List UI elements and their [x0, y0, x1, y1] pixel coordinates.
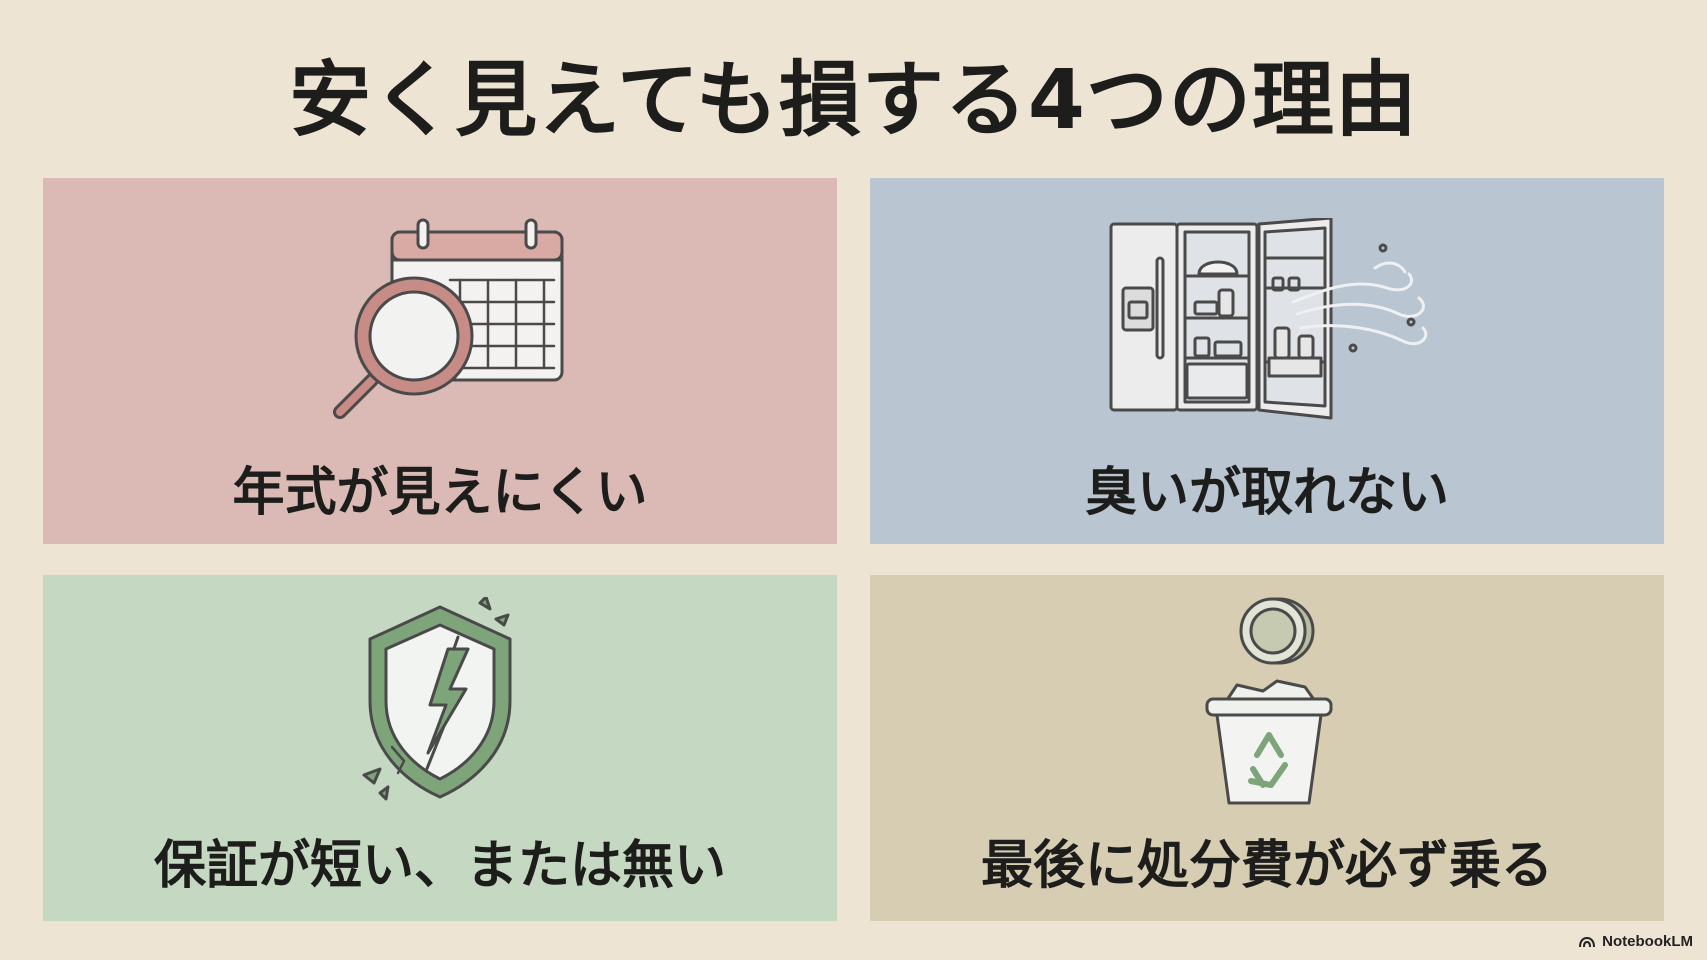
reason-card-odor: 臭いが取れない [870, 178, 1664, 544]
reason-card-disposal: 最後に処分費が必ず乗る [870, 575, 1664, 921]
reason-label-disposal: 最後に処分費が必ず乗る [980, 836, 1553, 896]
reason-card-year: 年式が見えにくい [43, 178, 837, 544]
notebooklm-label: NotebookLM [1602, 933, 1693, 950]
slide-title: 安く見えても損する4つの理由 [289, 53, 1418, 148]
notebooklm-logo-icon [1579, 936, 1596, 947]
cracked-shield-icon [362, 597, 512, 801]
reason-label-year: 年式が見えにくい [232, 463, 648, 523]
reason-card-warranty: 保証が短い、または無い [43, 575, 837, 921]
reason-label-warranty: 保証が短い、または無い [153, 836, 726, 896]
calendar-magnifier-icon [333, 218, 564, 419]
notebooklm-badge: NotebookLM [1578, 933, 1693, 950]
reason-label-odor: 臭いが取れない [1084, 463, 1449, 523]
coin-recycle-bin-icon [1205, 597, 1333, 805]
open-refrigerator-odor-icon [1109, 218, 1428, 420]
